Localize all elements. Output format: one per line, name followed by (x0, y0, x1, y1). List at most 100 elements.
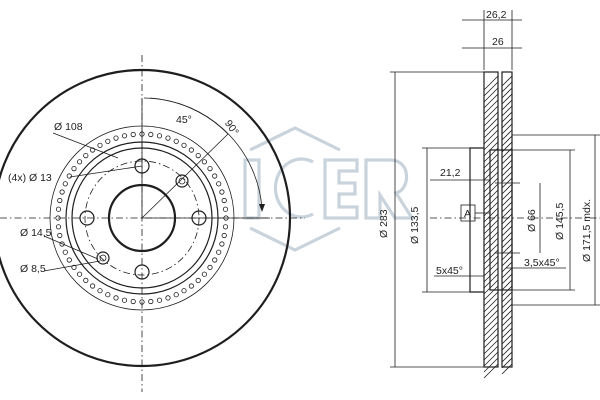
hatch-line (483, 237, 499, 253)
outer-disc-circle (0, 68, 292, 368)
vent-hole (83, 277, 89, 283)
hatch-line (501, 195, 513, 207)
vent-hole (57, 232, 63, 239)
hatch-line (483, 327, 499, 343)
hatch-line (483, 159, 499, 175)
vent-hole (113, 295, 119, 301)
hatch-line (483, 249, 499, 265)
hatch-line (483, 261, 499, 277)
friction-ring-left (483, 71, 499, 368)
hub-face (489, 149, 513, 291)
vent-hole (66, 257, 72, 263)
hatch-line (483, 129, 499, 145)
bolt-hole-bottom (134, 264, 150, 280)
hatch-line (501, 99, 513, 111)
vent-hole (97, 142, 103, 148)
hatch-line (501, 201, 513, 213)
vent-hole (219, 189, 225, 195)
hatch-line (483, 165, 499, 181)
hatch-line (501, 225, 513, 237)
hatch-line (501, 87, 513, 99)
vent-hole (156, 133, 163, 139)
hatch-line (483, 267, 499, 283)
vent-hole (148, 298, 154, 305)
hatch-line (501, 93, 513, 105)
vent-hole (221, 197, 227, 204)
hatch-line (483, 243, 499, 259)
hatch-line (483, 303, 499, 319)
hatch-line (483, 183, 499, 199)
vent-hole (201, 271, 207, 277)
hatch-line (501, 81, 513, 93)
vent-hole (212, 173, 218, 179)
hatch-line (501, 261, 513, 273)
vent-hole (130, 131, 136, 138)
vent-hole (121, 133, 128, 139)
vent-hole (222, 206, 229, 212)
dim-171-5-label: Ø 171,5 mdx. (581, 199, 593, 262)
vent-hole (90, 147, 96, 153)
hatch-line (483, 201, 499, 217)
hatch-line (483, 111, 499, 127)
hatch-line (483, 123, 499, 139)
vent-hole (188, 283, 194, 289)
chamfer-1-label: 5x45° (436, 265, 463, 277)
vent-hole (207, 264, 213, 270)
vent-hole (62, 249, 68, 255)
vent-hole (173, 292, 179, 298)
hatch-line (501, 207, 513, 219)
hatch-line (501, 171, 513, 183)
hatch-line (483, 93, 499, 109)
hatch-line (501, 363, 513, 375)
hatch-line (483, 207, 499, 223)
vent-hole (201, 159, 207, 165)
hatch-line (483, 351, 499, 367)
vent-hole (130, 298, 136, 305)
hatch-line (483, 141, 499, 157)
hole-dia-2-leader (43, 260, 101, 272)
hat-outline (469, 147, 484, 293)
locating-hole-lower-inner (99, 254, 107, 262)
vent-hole (221, 232, 227, 239)
hatch-line (501, 333, 513, 345)
hatch-line (483, 225, 499, 241)
vent-hole (195, 277, 201, 283)
hatch-line (501, 135, 513, 147)
hatch-line (483, 81, 499, 97)
hatch-line (501, 105, 513, 117)
hatch-line (483, 357, 499, 373)
hatch-line (501, 111, 513, 123)
vent-hole (216, 249, 222, 255)
vent-hole (173, 138, 179, 144)
hatch-line (483, 291, 499, 307)
dim-145-5-label: Ø 145,5 (554, 202, 566, 240)
bolt-holes-label: (4x) Ø 13 (8, 172, 52, 184)
hatch-line (501, 315, 513, 327)
vent-hole (181, 288, 187, 294)
angle-45-label: 45° (176, 114, 192, 126)
hole-dia-1-label: Ø 14,5 (20, 227, 52, 239)
hatch-line (501, 339, 513, 351)
angle-arrowhead (259, 204, 265, 212)
hatch-line (483, 255, 499, 271)
vent-hole (165, 295, 171, 301)
hatch-line (501, 117, 513, 129)
hatch-line (501, 345, 513, 357)
vent-hole (181, 142, 187, 148)
hatch-line (501, 309, 513, 321)
hatch-line (483, 339, 499, 355)
hatch-line (501, 189, 513, 201)
angle-90-arc (149, 97, 263, 209)
hatch-line (501, 327, 513, 339)
hatch-line (483, 99, 499, 115)
bolt-hole-left (79, 210, 95, 226)
hatch-line (483, 279, 499, 295)
vent-hole (105, 292, 111, 298)
front-view: 45° 90° Ø 108 (4x) Ø 13 Ø 14,5 Ø 8,5 (0, 55, 305, 392)
hatch-line (501, 297, 513, 309)
dim-21-2-label: 21,2 (440, 167, 461, 179)
hatch-line (483, 363, 499, 379)
vent-hole (207, 166, 213, 172)
hole-dia-2-label: Ø 8,5 (20, 263, 46, 275)
hatch-line (501, 165, 513, 177)
